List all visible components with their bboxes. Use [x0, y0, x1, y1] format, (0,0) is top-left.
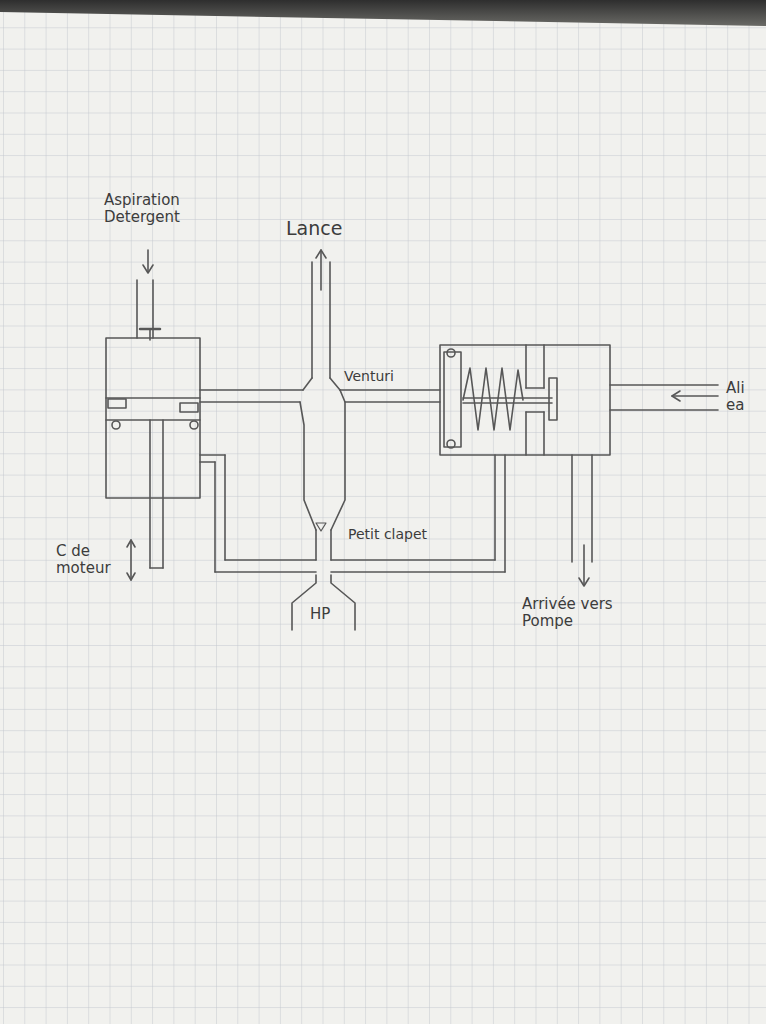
sketch-label: Petit clapet: [348, 526, 478, 542]
sketch-label: Arrivée vers Pompe: [522, 596, 637, 631]
sketch-label: Aspiration Detergent: [104, 192, 229, 227]
pencil-drawing: [106, 250, 718, 630]
sketch-label: Venturi: [344, 368, 434, 384]
photo-edge: [0, 0, 766, 26]
sketch-label: Lance: [286, 218, 366, 240]
sketch-label: HP: [310, 606, 350, 623]
sketch-label: C de moteur: [56, 543, 126, 578]
sketch-label: Ali ea: [726, 380, 760, 415]
